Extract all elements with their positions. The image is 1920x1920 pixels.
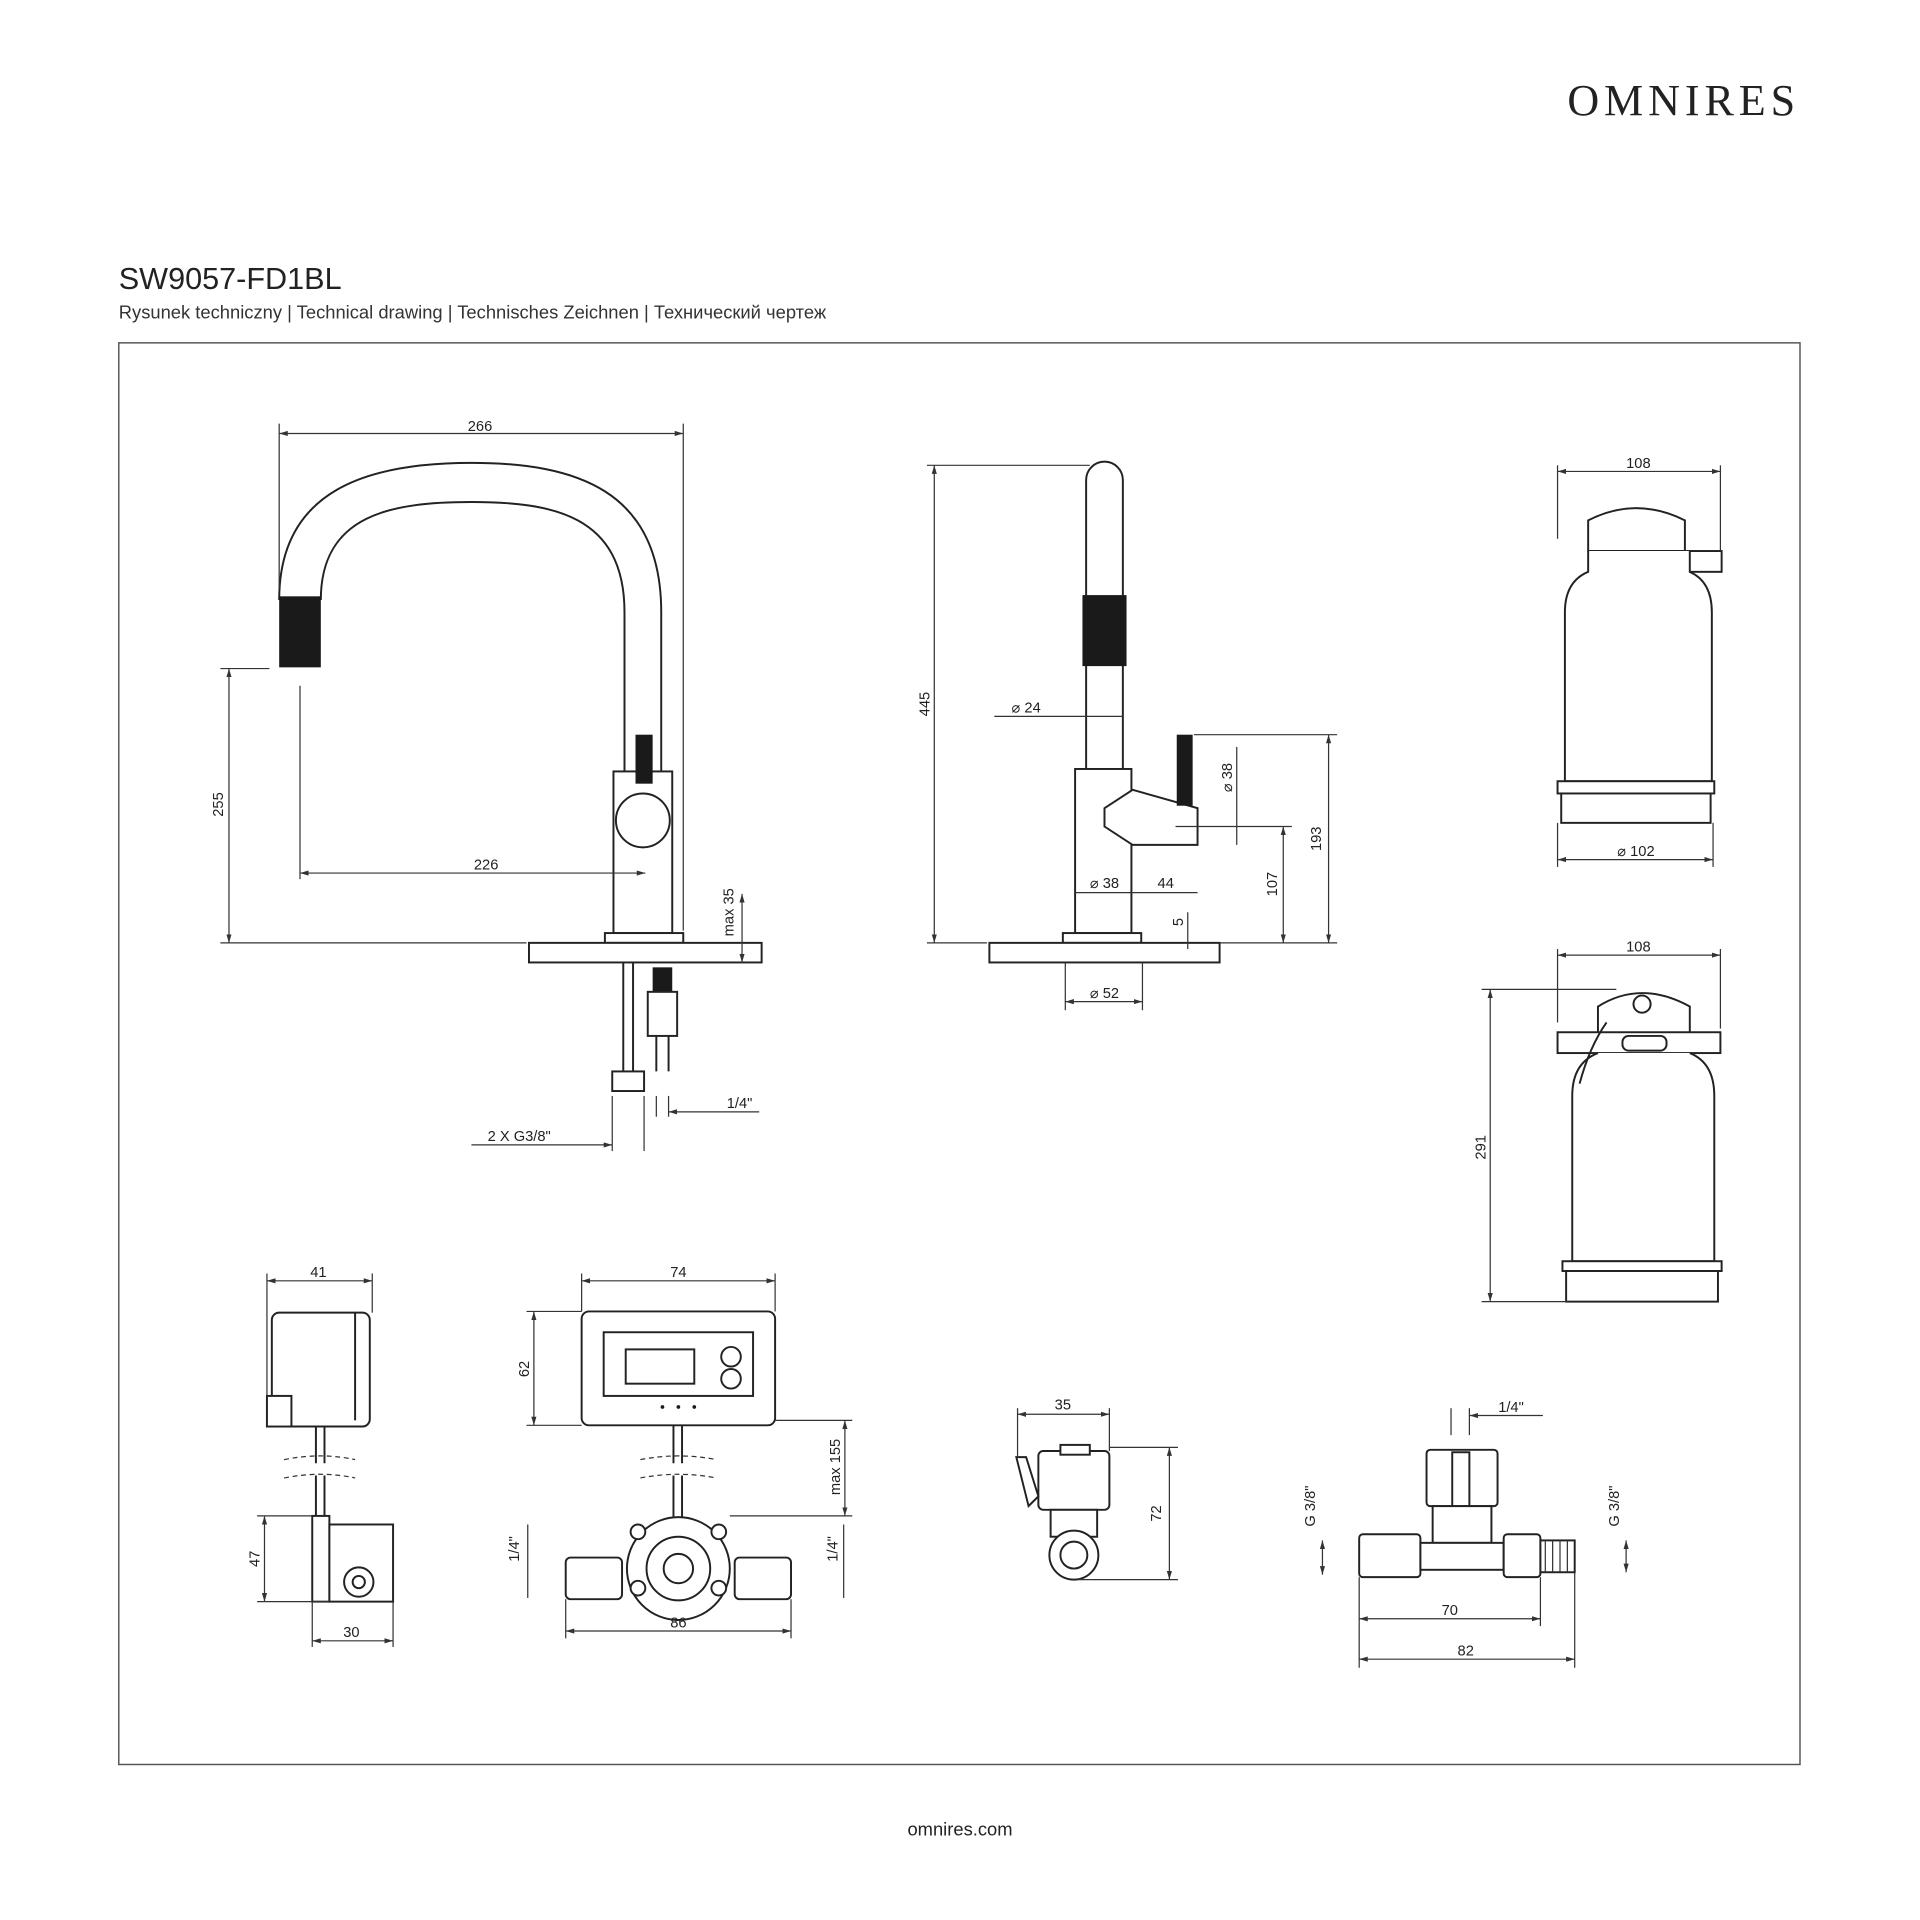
dim-base-dia: ⌀ 52 xyxy=(1090,986,1119,1002)
dim-reach: 226 xyxy=(474,857,499,873)
dim-body-dia: ⌀ 38 xyxy=(1090,876,1119,892)
dim-quarter-connection: 1/4" xyxy=(727,1096,753,1112)
sensor-front-view xyxy=(564,1310,792,1621)
dim-tap-width: 35 xyxy=(1055,1397,1071,1413)
dim-left-thread: 1/4" xyxy=(507,1536,523,1562)
dim-sensor-height: 62 xyxy=(517,1361,533,1377)
dim-tee-total-width: 82 xyxy=(1458,1644,1474,1660)
dim-body-height: 107 xyxy=(1265,872,1281,897)
brand-logo: OMNIRES xyxy=(1567,76,1800,125)
dim-cable-length: max 155 xyxy=(828,1439,844,1495)
subtitle: Rysunek techniczny | Technical drawing |… xyxy=(119,301,827,322)
dim-sensor-width: 41 xyxy=(310,1265,326,1281)
dim-tee-top-thread: 1/4" xyxy=(1498,1400,1524,1416)
dim-filter-width: 108 xyxy=(1626,456,1651,472)
faucet-side-view xyxy=(988,460,1221,964)
dim-spout-dia: ⌀ 24 xyxy=(1011,701,1040,717)
dim-tee-inner-width: 70 xyxy=(1442,1603,1458,1619)
dim-max-deck: max 35 xyxy=(721,888,737,936)
dim-spout-height: 255 xyxy=(211,792,227,817)
dim-filter-front-width: 108 xyxy=(1626,939,1651,955)
dim-filter-bottom-dia: ⌀ 102 xyxy=(1617,844,1654,860)
dim-connections: 2 X G3/8" xyxy=(488,1129,551,1145)
dim-valve-height: 47 xyxy=(248,1551,264,1567)
dim-sensor-valve-width: 86 xyxy=(670,1615,686,1631)
dim-valve-width: 30 xyxy=(343,1625,359,1641)
dim-sensor-front-width: 74 xyxy=(670,1265,686,1281)
dim-tee-right-thread: G 3/8" xyxy=(1607,1486,1623,1527)
dim-base-thickness: 5 xyxy=(1171,918,1187,926)
dim-filter-height: 291 xyxy=(1473,1135,1489,1160)
drawing-frame xyxy=(118,342,1801,1766)
product-code: SW9057-FD1BL xyxy=(119,262,342,296)
dim-total-height: 445 xyxy=(917,692,933,717)
footer-url: omnires.com xyxy=(907,1819,1012,1840)
dim-tee-left-thread: G 3/8" xyxy=(1303,1486,1319,1527)
tap-valve-view xyxy=(1015,1443,1111,1581)
dim-faucet-width: 266 xyxy=(468,419,493,435)
dim-handle-dia: ⌀ 38 xyxy=(1220,763,1236,792)
dim-right-thread: 1/4" xyxy=(826,1536,842,1562)
tee-connector-view xyxy=(1358,1448,1576,1579)
faucet-front-view xyxy=(278,461,763,1092)
dim-handle-height: 193 xyxy=(1309,827,1325,852)
dim-handle-offset: 44 xyxy=(1158,876,1174,892)
sensor-side-view xyxy=(265,1311,395,1603)
dim-tap-height: 72 xyxy=(1149,1505,1165,1521)
filter-front-view xyxy=(1556,992,1723,1303)
filter-side-view xyxy=(1556,507,1723,824)
